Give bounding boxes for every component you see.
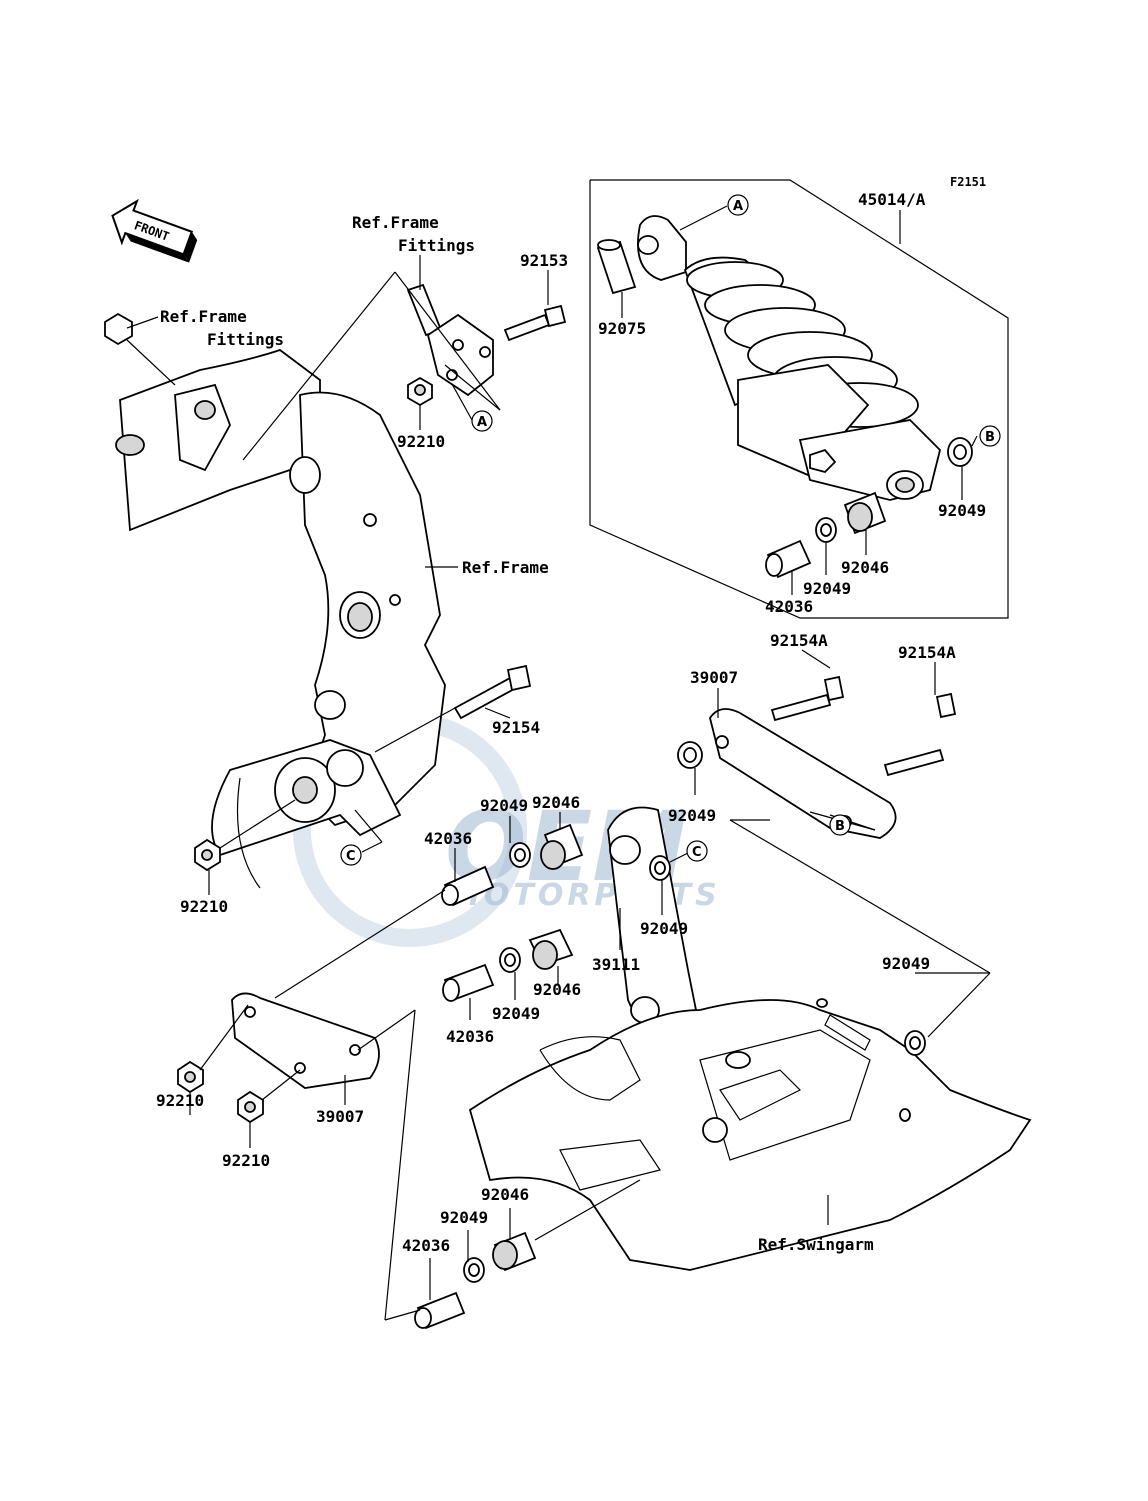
part-92049-bottom: 92049	[440, 1208, 488, 1227]
part-92046-shock: 92046	[841, 558, 889, 577]
circle-markers: A A B B C C	[340, 194, 1001, 866]
part-42036-mid: 42036	[424, 829, 472, 848]
figure-code: F2151	[950, 175, 986, 189]
svg-text:A: A	[477, 415, 487, 430]
shock-box-parts	[596, 239, 973, 579]
svg-text:C: C	[692, 845, 702, 860]
part-92210-rod1: 92210	[156, 1091, 204, 1110]
marker-c-left: C	[340, 844, 362, 866]
labels: Ref.Frame Fittings Ref.Frame Fittings Re…	[156, 190, 986, 1255]
part-92049-mid-right-low: 92049	[640, 919, 688, 938]
part-92210-rod2: 92210	[222, 1151, 270, 1170]
svg-text:C: C	[346, 849, 356, 864]
bolts-92154A	[770, 675, 957, 777]
marker-c-mid: C	[686, 840, 708, 862]
ref-frame: Ref.Frame	[462, 558, 549, 577]
tie-rod-39007-bottom	[177, 992, 380, 1124]
part-92049-mid-left: 92049	[480, 796, 528, 815]
part-92153: 92153	[520, 251, 568, 270]
tie-rod-39007-top	[709, 708, 897, 839]
part-92049-shock-low: 92049	[803, 579, 851, 598]
shock-box	[589, 179, 1009, 619]
ref-frame-fittings-left-1: Ref.Frame	[160, 307, 247, 326]
part-92046-low: 92046	[533, 980, 581, 999]
part-92210-left: 92210	[180, 897, 228, 916]
part-92075: 92075	[598, 319, 646, 338]
part-92154A-1: 92154A	[770, 631, 828, 650]
link-39111	[607, 806, 700, 1041]
bottom-parts	[414, 1231, 537, 1330]
ref-frame-fittings-top-2: Fittings	[398, 236, 475, 255]
part-92049-low: 92049	[492, 1004, 540, 1023]
middle-parts	[194, 741, 703, 1002]
ref-frame-fittings-top-1: Ref.Frame	[352, 213, 439, 232]
part-39007-top: 39007	[690, 668, 738, 687]
ref-swingarm: Ref.Swingarm	[758, 1235, 874, 1254]
svg-text:B: B	[835, 819, 845, 834]
part-42036-low: 42036	[446, 1027, 494, 1046]
front-arrow-icon: FRONT	[111, 198, 198, 263]
shock-absorber	[637, 215, 941, 501]
marker-a-shock: A	[727, 194, 749, 216]
part-42036-bottom: 42036	[402, 1236, 450, 1255]
part-92210-top: 92210	[397, 432, 445, 451]
part-92049-mid-right: 92049	[668, 806, 716, 825]
part-92154A-2: 92154A	[898, 643, 956, 662]
frame	[115, 348, 446, 889]
part-45014A: 45014/A	[858, 190, 926, 209]
part-39007-bottom: 39007	[316, 1107, 364, 1126]
svg-text:B: B	[985, 430, 995, 445]
frame-fitting-top	[104, 283, 567, 407]
part-92049-swing: 92049	[882, 954, 930, 973]
part-92154: 92154	[492, 718, 540, 737]
marker-a-frame: A	[471, 410, 493, 432]
marker-b-lower: B	[829, 814, 851, 836]
ref-frame-fittings-left-2: Fittings	[207, 330, 284, 349]
part-92046-bottom: 92046	[481, 1185, 529, 1204]
part-92049-shock-right: 92049	[938, 501, 986, 520]
marker-b-shock: B	[979, 425, 1001, 447]
bolt-92154	[374, 664, 532, 753]
part-39111: 39111	[592, 955, 640, 974]
part-42036-shock: 42036	[765, 597, 813, 616]
swingarm	[468, 998, 1032, 1271]
part-92046-mid: 92046	[532, 793, 580, 812]
svg-text:A: A	[733, 199, 743, 214]
